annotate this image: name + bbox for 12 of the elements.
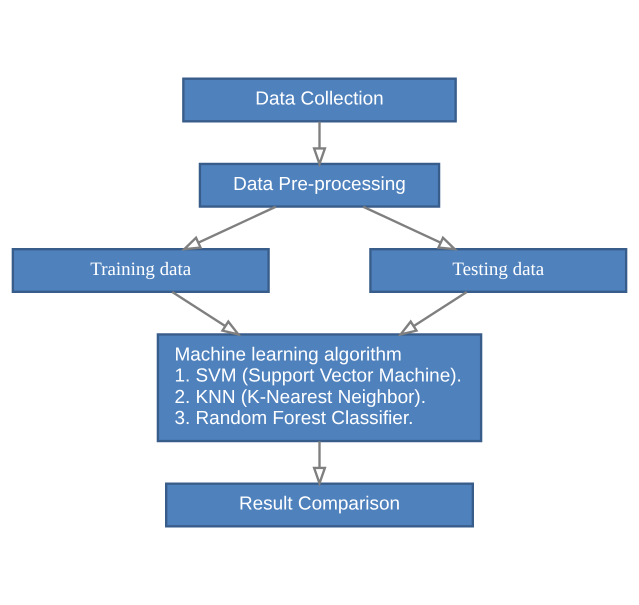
arrow bbox=[362, 206, 458, 251]
node-box: Training data bbox=[12, 248, 270, 294]
node-box: Data Pre-processing bbox=[198, 162, 440, 208]
node-box: Testing data bbox=[369, 248, 628, 294]
arrow bbox=[172, 290, 242, 336]
arrow bbox=[181, 206, 276, 251]
node-box: Machine learning algorithm 1. SVM (Support Vector Machine). 2. KNN (K-Nearest Neighbor). 3. Random Forest Classifier. bbox=[156, 333, 482, 442]
arrow bbox=[312, 441, 327, 487]
node-box: Data Collection bbox=[182, 78, 457, 123]
arrow bbox=[398, 290, 468, 336]
arrow bbox=[312, 122, 327, 168]
node-box: Result Comparison bbox=[165, 482, 474, 528]
